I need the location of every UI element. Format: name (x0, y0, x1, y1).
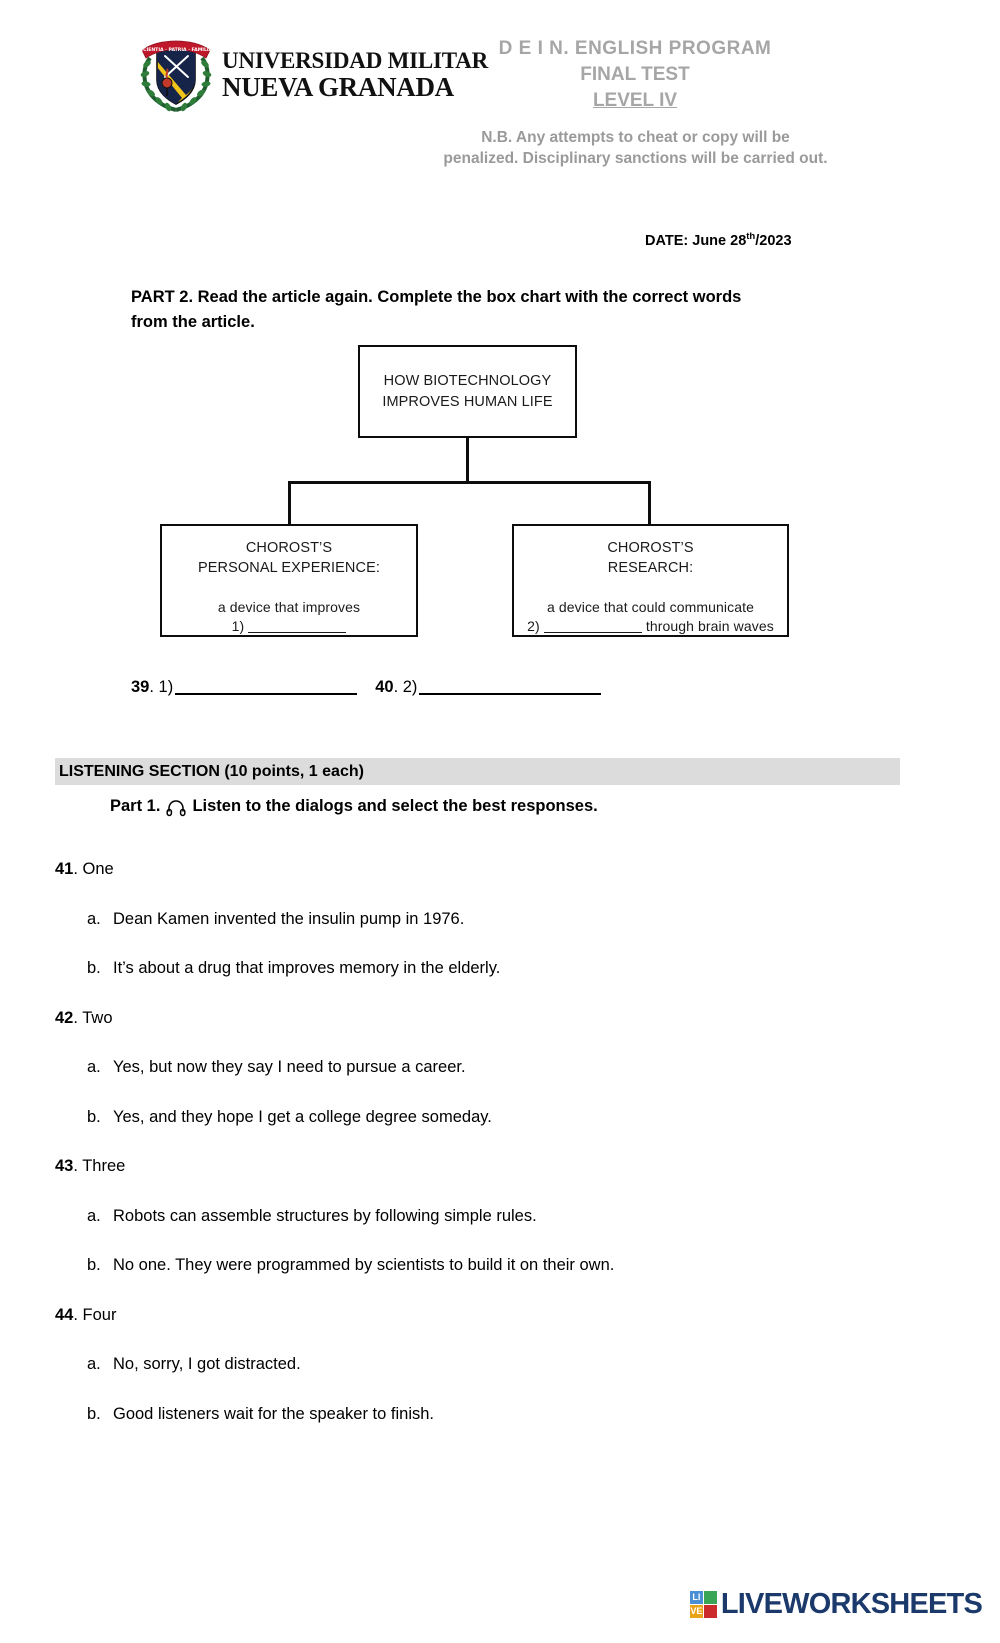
question-41-number: 41 (55, 860, 74, 878)
option-label: b. (87, 1256, 101, 1274)
right-head-line2: RESEARCH: (607, 560, 694, 576)
option-label: b. (87, 1108, 101, 1126)
answer-blank-39[interactable] (175, 679, 358, 695)
option-text: Yes, but now they say I need to pursue a… (113, 1058, 466, 1076)
date-year: /2023 (755, 232, 792, 249)
badge-cell-ve: VE (689, 1605, 703, 1618)
university-name-line2: NUEVA GRANADA (222, 71, 454, 102)
question-42-option-b[interactable]: b. Yes, and they hope I get a college deg… (87, 1108, 492, 1127)
right-body-suffix: through brain waves (645, 618, 774, 634)
part1-text: Listen to the dialogs and select the bes… (192, 797, 598, 815)
chart-node-root: HOW BIOTECHNOLOGY IMPROVES HUMAN LIFE (358, 345, 577, 438)
option-label: a. (87, 1355, 101, 1373)
cheating-notice: N.B. Any attempts to cheat or copy will … (443, 129, 828, 167)
option-text: Robots can assemble structures by follow… (113, 1207, 537, 1225)
question-42-heading: 42. Two (55, 1009, 113, 1028)
left-head-line1: CHOROST’S (245, 540, 333, 556)
question-44-option-b[interactable]: b. Good listeners wait for the speaker to… (87, 1405, 434, 1424)
part2-instruction: PART 2. Read the article again. Complete… (131, 288, 742, 331)
option-label: a. (87, 1207, 101, 1225)
left-head-line2: PERSONAL EXPERIENCE: (198, 560, 380, 576)
question-43-number: 43 (55, 1157, 74, 1175)
connector-line-left (288, 481, 291, 525)
listening-part1-instruction: Part 1. Listen to the dialogs and select… (110, 797, 598, 816)
date-label: DATE: June 28 (645, 232, 747, 249)
option-text: Good listeners wait for the speaker to f… (113, 1405, 434, 1423)
level-title: LEVEL IV (592, 90, 678, 111)
question-42-number: 42 (55, 1009, 74, 1027)
badge-cell-green (703, 1591, 717, 1604)
option-text: It’s about a drug that improves memory i… (113, 959, 501, 977)
right-blank-row: 2) through brain waves (514, 617, 787, 636)
chart-node-personal-experience: CHOROST’S PERSONAL EXPERIENCE: a device … (160, 524, 418, 637)
listening-section-header: LISTENING SECTION (10 points, 1 each) (55, 758, 900, 785)
question-41-title: . One (73, 860, 114, 878)
crest-ribbon-text: SCIENTIA · PATRIA · FAMILIA (140, 47, 213, 53)
option-label: a. (87, 910, 101, 928)
listening-section-title: LISTENING SECTION (10 points, 1 each) (59, 762, 364, 780)
question-44-option-a[interactable]: a. No, sorry, I got distracted. (87, 1355, 301, 1374)
question-43-option-b[interactable]: b. No one. They were programmed by scient… (87, 1256, 614, 1275)
headphones-icon (166, 799, 187, 817)
date-ordinal-suffix: th (746, 231, 756, 242)
left-body-text: a device that improves (217, 599, 361, 615)
option-text: Yes, and they hope I get a college degre… (113, 1108, 492, 1126)
test-title: FINAL TEST (580, 64, 690, 85)
question-44-title: . Four (73, 1306, 117, 1324)
chart-blank-1[interactable] (248, 619, 347, 633)
date-line: DATE: June 28th/2023 (645, 231, 792, 249)
part1-label: Part 1. (110, 797, 161, 815)
option-label: a. (87, 1058, 101, 1076)
chart-root-line2: IMPROVES HUMAN LIFE (382, 393, 553, 410)
document-header: SCIENTIA · PATRIA · FAMILIA UNIVERSIDAD … (0, 0, 1000, 249)
question-39-marker: . 1) (149, 678, 174, 696)
question-43-option-a[interactable]: a. Robots can assemble structures by foll… (87, 1207, 537, 1226)
connector-line-right (648, 481, 651, 525)
question-43-heading: 43. Three (55, 1157, 125, 1176)
badge-cell-red (703, 1605, 717, 1618)
right-head-line1: CHOROST’S (607, 540, 694, 556)
left-blank-number: 1) (231, 618, 245, 634)
program-title: D E I N. ENGLISH PROGRAM (498, 38, 772, 59)
connector-line-root (466, 438, 469, 483)
question-40-number: 40 (375, 678, 394, 696)
question-43-title: . Three (73, 1157, 126, 1175)
question-40-marker: . 2) (393, 678, 418, 696)
question-44-number: 44 (55, 1306, 74, 1324)
chart-blank-2[interactable] (543, 619, 642, 633)
badge-cell-li: LI (689, 1591, 703, 1604)
question-44-heading: 44. Four (55, 1306, 116, 1325)
left-blank-row: 1) (162, 617, 416, 636)
answer-blank-40[interactable] (419, 679, 602, 695)
box-chart-diagram: HOW BIOTECHNOLOGY IMPROVES HUMAN LIFE CH… (0, 340, 1000, 650)
option-text: Dean Kamen invented the insulin pump in … (113, 910, 465, 928)
question-42-title: . Two (73, 1009, 113, 1027)
option-label: b. (87, 1405, 101, 1423)
option-text: No one. They were programmed by scientis… (113, 1256, 615, 1274)
university-name: UNIVERSIDAD MILITAR NUEVA GRANADA (222, 49, 488, 101)
liveworksheets-badge-icon: LI VE (689, 1591, 717, 1618)
question-39-number: 39 (131, 678, 150, 696)
option-text: No, sorry, I got distracted. (113, 1355, 301, 1373)
liveworksheets-logo[interactable]: LI VE LIVEWORKSHEETS (689, 1588, 983, 1621)
question-42-option-a[interactable]: a. Yes, but now they say I need to pursue… (87, 1058, 466, 1077)
right-blank-number: 2) (527, 618, 540, 634)
question-41-option-a[interactable]: a. Dean Kamen invented the insulin pump i… (87, 910, 464, 929)
right-body-text: a device that could communicate (547, 599, 754, 615)
liveworksheets-wordmark: LIVEWORKSHEETS (720, 1588, 983, 1620)
option-label: b. (87, 959, 101, 977)
test-title-block: D E I N. ENGLISH PROGRAM FINAL TEST LEVE… (440, 36, 830, 114)
university-crest-icon: SCIENTIA · PATRIA · FAMILIA (138, 34, 214, 116)
university-logo: SCIENTIA · PATRIA · FAMILIA UNIVERSIDAD … (138, 32, 488, 117)
chart-node-research: CHOROST’S RESEARCH: a device that could … (512, 524, 789, 637)
answer-line-39-40: 39. 1) 40. 2) (131, 678, 603, 697)
question-41-option-b[interactable]: b. It’s about a drug that improves memory… (87, 959, 500, 978)
university-name-line1: UNIVERSIDAD MILITAR (222, 47, 489, 73)
connector-line-horizontal (288, 481, 650, 484)
question-41-heading: 41. One (55, 860, 114, 879)
chart-root-line1: HOW BIOTECHNOLOGY (383, 372, 552, 389)
